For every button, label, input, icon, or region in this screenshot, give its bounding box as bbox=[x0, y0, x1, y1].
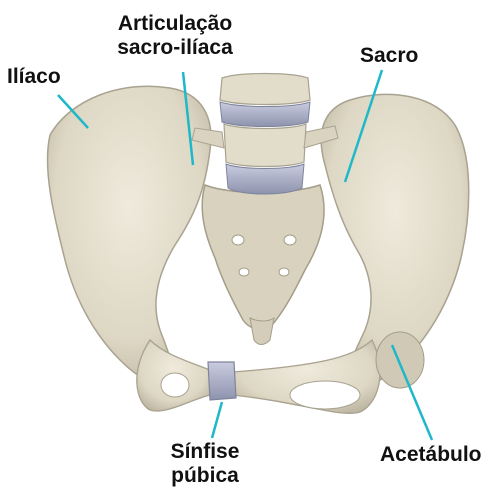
sacral-foramen bbox=[239, 268, 249, 276]
label-iliaco: Ilíaco bbox=[7, 65, 61, 89]
label-sinfise-pubica: Sínfise púbica bbox=[145, 440, 265, 488]
left-ilium bbox=[48, 86, 211, 384]
obturator-foramen bbox=[290, 381, 360, 409]
label-articulacao-line2: sacro-ilíaca bbox=[100, 36, 250, 60]
intervertebral-disc bbox=[226, 164, 304, 194]
sacrum bbox=[202, 185, 324, 329]
label-sinfise-line2: púbica bbox=[145, 464, 265, 488]
sacral-foramen bbox=[232, 235, 244, 245]
label-sinfise-line1: Sínfise bbox=[145, 440, 265, 464]
intervertebral-disc bbox=[220, 102, 310, 127]
label-acetabulo: Acetábulo bbox=[380, 443, 482, 467]
acetabulum-socket bbox=[376, 332, 424, 388]
label-sacro: Sacro bbox=[360, 44, 418, 68]
label-articulacao-line1: Articulação bbox=[100, 12, 250, 36]
leader-line-sinfise bbox=[212, 402, 222, 438]
label-articulacao-sacro-iliaca: Articulação sacro-ilíaca bbox=[100, 12, 250, 60]
pubic-symphysis bbox=[208, 362, 236, 400]
lumbar-vertebra bbox=[224, 124, 306, 167]
sacral-foramen bbox=[284, 235, 296, 245]
obturator-foramen bbox=[161, 373, 189, 397]
coccyx bbox=[250, 318, 274, 345]
lumbar-vertebra bbox=[220, 74, 310, 105]
sacral-foramen bbox=[279, 268, 289, 276]
